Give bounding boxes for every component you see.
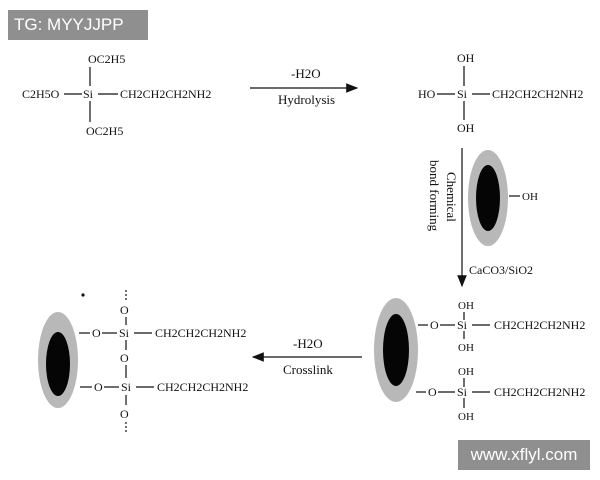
bonded-lower-linker: O bbox=[428, 385, 437, 399]
particle-surface-oh: OH bbox=[522, 191, 538, 203]
bonded-lower-chain: CH2CH2CH2NH2 bbox=[494, 385, 585, 399]
reactant-molecule: OC2H5 C2H5O Si CH2CH2CH2NH2 OC2H5 bbox=[22, 52, 211, 138]
bonded-lower-silicon: Si bbox=[457, 385, 468, 399]
crosslink-lower-silicon: Si bbox=[121, 380, 132, 394]
hydrolysis-arrow: -H2O Hydrolysis bbox=[250, 66, 359, 107]
crosslinked-particle bbox=[38, 312, 78, 408]
particle-with-oh: OH bbox=[468, 150, 538, 246]
crosslink-upper-linker: O bbox=[92, 326, 101, 340]
reactant-silicon: Si bbox=[83, 87, 94, 101]
bond-forming-arrow: Chemical bond forming CaCO3/SiO2 bbox=[427, 148, 533, 288]
crosslink-lower-chain: CH2CH2CH2NH2 bbox=[157, 380, 248, 394]
crosslink-middle-o: O bbox=[120, 351, 129, 365]
reactant-chain: CH2CH2CH2NH2 bbox=[120, 87, 211, 101]
silanol-molecule: OH HO Si CH2CH2CH2NH2 OH bbox=[418, 51, 583, 135]
bonded-upper-silanol: OH O Si CH2CH2CH2NH2 OH bbox=[418, 300, 585, 354]
silanol-top-oh: OH bbox=[457, 51, 475, 65]
bonded-upper-chain: CH2CH2CH2NH2 bbox=[494, 318, 585, 332]
reactant-left-group: C2H5O bbox=[22, 87, 60, 101]
reactant-bottom-group: OC2H5 bbox=[86, 124, 123, 138]
silanol-silicon: Si bbox=[457, 87, 468, 101]
bonded-upper-linker: O bbox=[430, 318, 439, 332]
silanol-bottom-oh: OH bbox=[457, 121, 475, 135]
crosslinked-network: O O Si CH2CH2CH2NH2 O O Si CH2CH2CH2NH2 … bbox=[79, 290, 248, 434]
step2-reagent: CaCO3/SiO2 bbox=[469, 263, 533, 277]
bonded-lower-bottom-oh: OH bbox=[458, 411, 474, 423]
step1-top-label: -H2O bbox=[291, 66, 321, 81]
crosslink-lower-linker: O bbox=[94, 380, 103, 394]
reactant-top-group: OC2H5 bbox=[88, 52, 125, 66]
watermark-top: TG: MYYJJPP bbox=[8, 10, 148, 40]
step1-bottom-label: Hydrolysis bbox=[278, 92, 335, 107]
bonded-upper-silicon: Si bbox=[457, 318, 468, 332]
bonded-particle bbox=[374, 298, 418, 402]
step2-label-line2: bond forming bbox=[427, 160, 442, 232]
watermark-bottom: www.xflyl.com bbox=[458, 440, 590, 470]
silanol-chain: CH2CH2CH2NH2 bbox=[492, 87, 583, 101]
bonded-lower-top-oh: OH bbox=[458, 366, 474, 378]
crosslink-bottom-o: O bbox=[120, 407, 129, 421]
silanol-left-oh: HO bbox=[418, 87, 436, 101]
particle-core bbox=[476, 165, 500, 231]
crosslink-upper-silicon: Si bbox=[119, 326, 130, 340]
step3-bottom-label: Crosslink bbox=[283, 362, 333, 377]
crosslink-top-o: O bbox=[120, 303, 129, 317]
crosslinked-particle-core bbox=[46, 332, 70, 396]
step2-label-line1: Chemical bbox=[444, 172, 459, 222]
bonded-particle-core bbox=[383, 314, 409, 386]
crosslink-upper-chain: CH2CH2CH2NH2 bbox=[155, 326, 246, 340]
bonded-upper-top-oh: OH bbox=[458, 300, 474, 312]
crosslink-arrow: -H2O Crosslink bbox=[251, 336, 362, 377]
step3-top-label: -H2O bbox=[293, 336, 323, 351]
bonded-upper-bottom-oh: OH bbox=[458, 342, 474, 354]
bonded-lower-silanol: OH O Si CH2CH2CH2NH2 OH bbox=[416, 366, 585, 423]
